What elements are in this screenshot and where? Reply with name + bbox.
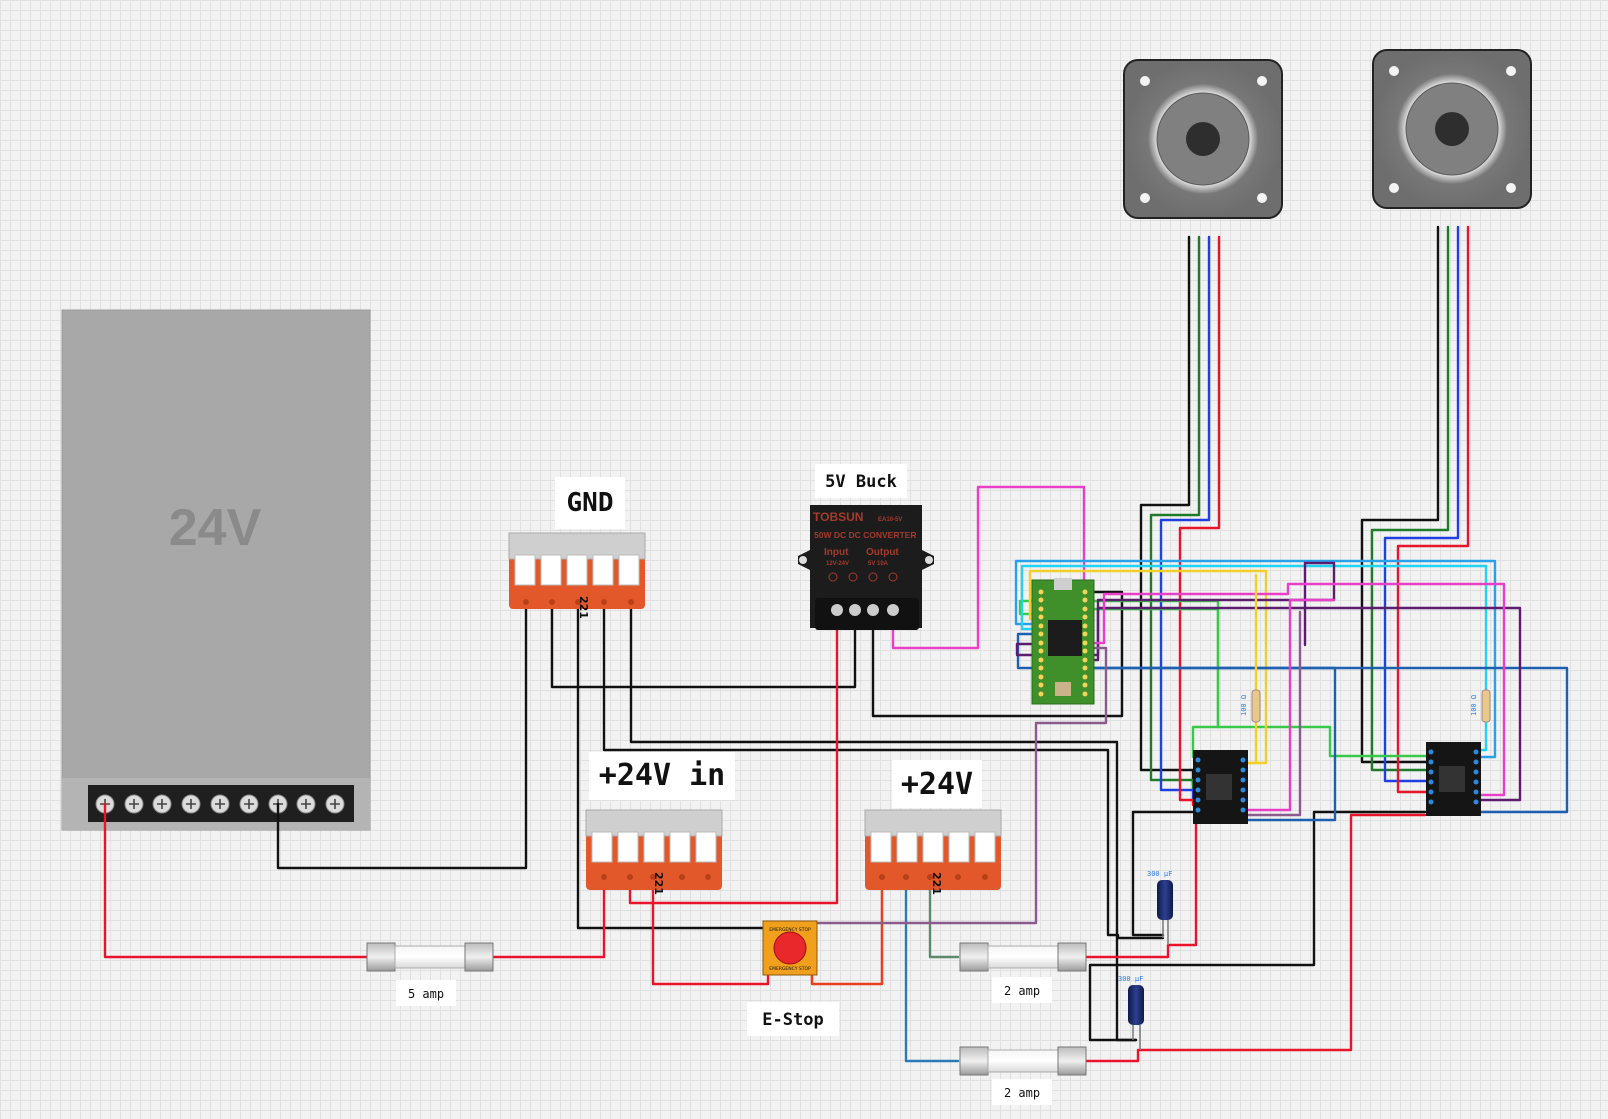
wago-mark: 221 — [652, 872, 665, 895]
buck-terminals[interactable] — [831, 604, 899, 616]
resistor-1-value: 100 Ω — [1240, 695, 1248, 716]
wago-gnd[interactable]: 221 — [508, 532, 646, 619]
fuse-2a-bottom[interactable] — [959, 1046, 1087, 1076]
wires — [103, 225, 1569, 1063]
psu-terminal[interactable] — [325, 794, 345, 814]
fuse-2a-top-label-text: 2 amp — [1004, 984, 1040, 998]
label-plus24v-in: +24V in — [589, 752, 735, 800]
wago-plus24v-in[interactable]: 221 — [585, 809, 723, 895]
wago-plus24v[interactable]: 221 — [864, 809, 1002, 895]
psu-terminal[interactable] — [181, 794, 201, 814]
psu-terminals[interactable] — [95, 794, 345, 814]
buck-model: EA10-5V — [878, 517, 902, 523]
resistor-1[interactable]: 100 Ω — [1240, 689, 1261, 723]
estop-bottom-text: EMERGENCY STOP — [769, 966, 811, 972]
estop-label-text: E-Stop — [762, 1010, 823, 1030]
buck-title: 50W DC DC CONVERTER — [814, 530, 916, 540]
psu-terminal[interactable] — [152, 794, 172, 814]
label-plus24v: +24V — [892, 760, 982, 808]
wago-mark: 221 — [930, 872, 943, 895]
capacitor-2-value: 300 µF — [1118, 975, 1143, 983]
capacitor-1[interactable]: 300 µF — [1147, 870, 1173, 945]
fuse-5a-label-text: 5 amp — [408, 987, 444, 1001]
buck-converter[interactable]: TOBSUN EA10-5V 50W DC DC CONVERTER Input… — [798, 505, 934, 630]
label-fuse-2a-top: 2 amp — [992, 977, 1052, 1003]
fuse-2a-bottom-label-text: 2 amp — [1004, 1086, 1040, 1100]
stepper-driver-1[interactable] — [1193, 750, 1248, 824]
teensy-board[interactable] — [1031, 578, 1095, 705]
plus24v-in-label-text: +24V in — [599, 758, 725, 793]
psu-voltage-label: 24V — [169, 499, 262, 557]
gnd-label-text: GND — [567, 488, 614, 518]
stepper-motor-1[interactable] — [1123, 59, 1283, 219]
buck-output-label: Output — [866, 547, 899, 558]
wago-mark: 221 — [577, 596, 590, 619]
label-fuse-5a: 5 amp — [396, 980, 456, 1006]
capacitor-2[interactable]: 300 µF — [1118, 975, 1144, 1050]
label-buck: 5V Buck — [815, 464, 907, 498]
label-estop: E-Stop — [747, 1002, 839, 1036]
psu-terminal[interactable] — [124, 794, 144, 814]
stepper-driver-2[interactable] — [1426, 742, 1481, 816]
label-fuse-2a-bottom: 2 amp — [992, 1079, 1052, 1105]
capacitor-1-value: 300 µF — [1147, 870, 1172, 878]
plus24v-label-text: +24V — [901, 767, 973, 802]
buck-label-text: 5V Buck — [825, 472, 897, 492]
stepper-motor-2[interactable] — [1372, 49, 1532, 209]
resistor-2-value: 100 Ω — [1470, 695, 1478, 716]
psu-terminal[interactable] — [210, 794, 230, 814]
emergency-stop-button[interactable]: EMERGENCY STOP EMERGENCY STOP — [762, 920, 818, 976]
fuse-2a-top[interactable] — [959, 942, 1087, 972]
estop-top-text: EMERGENCY STOP — [769, 927, 811, 933]
buck-input-range: 12V-24V — [826, 561, 849, 567]
buck-output-range: 5V 10A — [868, 561, 889, 567]
resistor-2[interactable]: 100 Ω — [1470, 689, 1491, 723]
psu-terminal[interactable] — [239, 794, 259, 814]
power-supply[interactable]: 24V — [61, 309, 371, 831]
buck-input-label: Input — [824, 547, 849, 558]
fuse-5a[interactable] — [366, 942, 494, 972]
psu-terminal[interactable] — [296, 794, 316, 814]
buck-brand: TOBSUN — [813, 510, 863, 524]
label-gnd: GND — [555, 477, 625, 529]
